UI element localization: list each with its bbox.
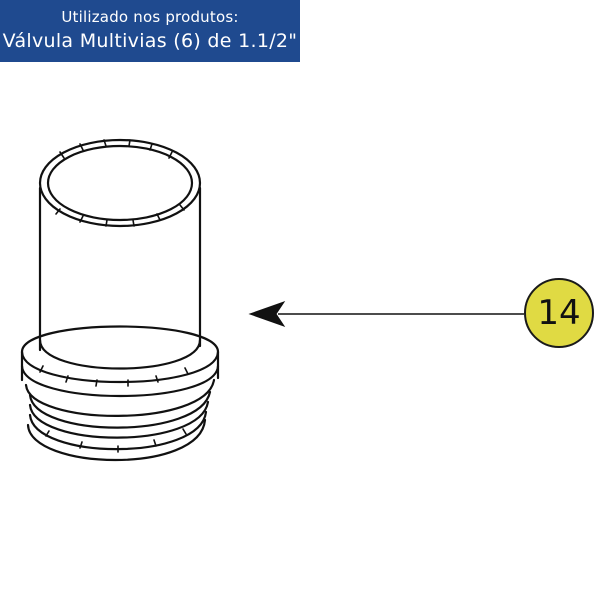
- collar-top-edge: [20, 325, 220, 354]
- part-number-label: 14: [537, 293, 581, 333]
- collar-upper-ring: [20, 350, 220, 383]
- banner-subtitle: Utilizado nos produtos:: [61, 8, 239, 26]
- banner-title: Válvula Multivias (6) de 1.1/2": [2, 30, 298, 52]
- thread-ring: [24, 378, 216, 417]
- collar-mid-ring: [20, 364, 220, 397]
- rim-ticks: [55, 139, 185, 227]
- thread-ring: [28, 400, 210, 439]
- callout-leader: [248, 301, 524, 327]
- body-base-curve: [38, 338, 202, 370]
- leader-arrowhead: [248, 301, 286, 327]
- part-number-callout: 14: [524, 278, 594, 348]
- product-info-banner: Utilizado nos produtos: Válvula Multivia…: [0, 0, 300, 62]
- thread-ring: [26, 418, 207, 461]
- threaded-adapter-illustration: [20, 138, 220, 461]
- thread-ring: [28, 390, 212, 429]
- top-rim-outer: [38, 138, 202, 228]
- collar-ticks: [39, 365, 189, 453]
- top-rim-inner: [46, 144, 194, 222]
